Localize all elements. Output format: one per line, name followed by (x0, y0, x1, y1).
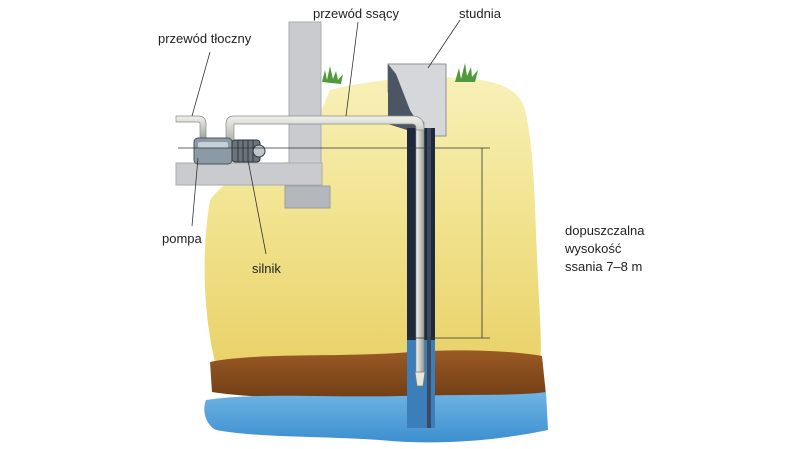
groundwater (204, 392, 548, 443)
leader-suction-pipe (345, 21, 359, 117)
leader-pump (191, 157, 199, 227)
grass (322, 63, 478, 84)
label-suction-height-1: dopuszczalna (565, 223, 645, 238)
label-pump: pompa (162, 231, 202, 246)
label-suction-height-3: ssania 7–8 m (565, 259, 643, 274)
floor-slab (175, 162, 323, 186)
leader-discharge-pipe (191, 51, 211, 117)
label-well: studnia (459, 6, 501, 21)
wall-foundation (284, 185, 331, 209)
suction-pipe-horizontal (225, 115, 425, 149)
pump-highlight (198, 142, 228, 148)
leader-motor (247, 159, 267, 255)
leader-well (427, 19, 461, 69)
suction-pipe-vertical (415, 121, 425, 381)
foot-valve (414, 371, 426, 387)
label-suction-pipe: przewód ssący (313, 6, 399, 21)
discharge-pipe (175, 115, 207, 141)
well-casing-highlight (427, 128, 431, 428)
label-suction-height-2: wysokość (565, 241, 622, 256)
house-wall (288, 21, 322, 189)
label-discharge-pipe: przewód tłoczny (158, 31, 252, 46)
motor-end (252, 144, 266, 158)
label-motor: silnik (252, 261, 281, 276)
clay-layer (210, 350, 546, 403)
pump (193, 137, 233, 165)
